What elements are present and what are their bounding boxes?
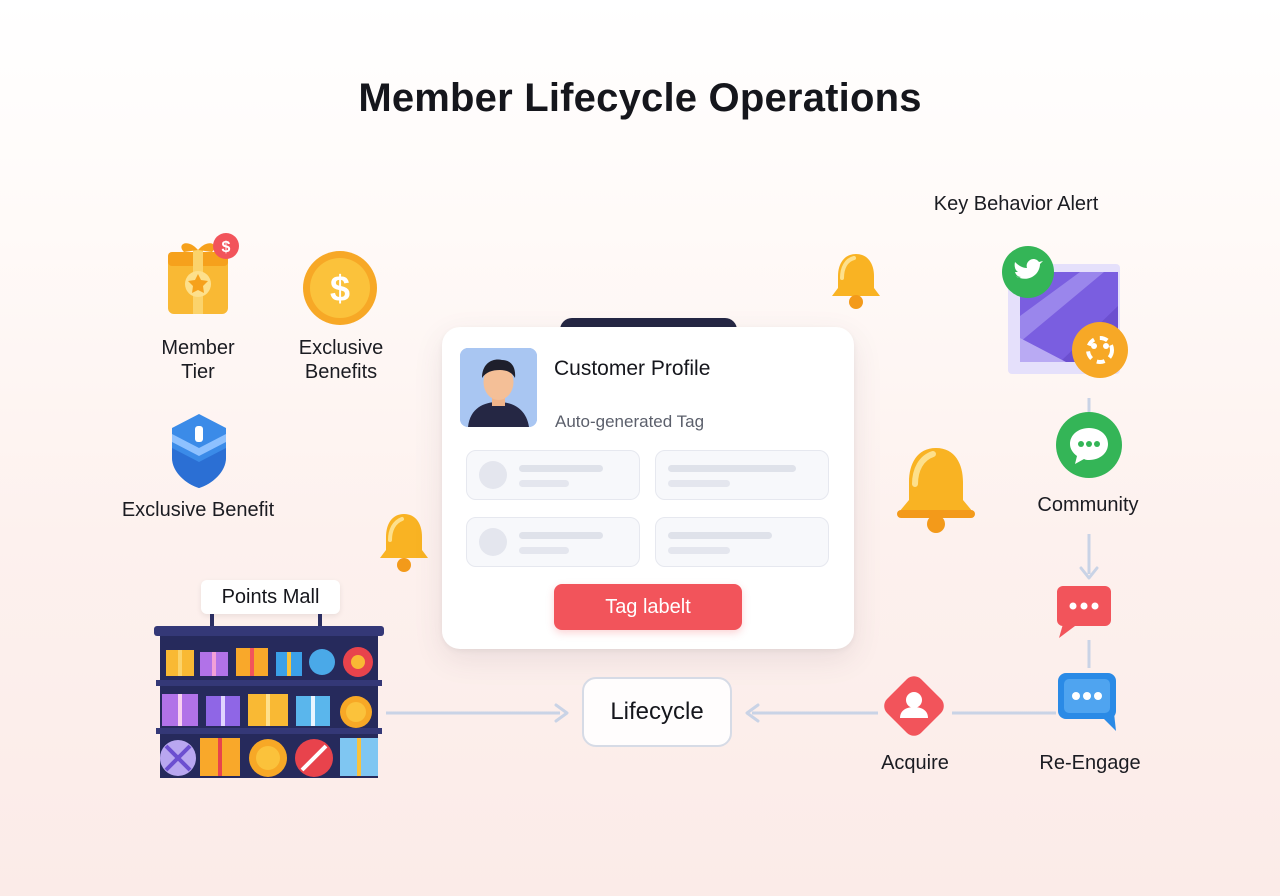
gift-box-icon: $ bbox=[160, 232, 242, 322]
exclusive-benefit-label: Exclusive Benefit bbox=[121, 499, 275, 521]
social-app-icon bbox=[1000, 246, 1132, 378]
member-tier-label: Member Tier bbox=[148, 336, 248, 384]
dollar-coin-icon: $ bbox=[301, 249, 379, 327]
exclusive-benefits-label: Exclusive Benefits bbox=[286, 336, 396, 384]
user-icon bbox=[880, 672, 948, 740]
exclusive-benefits-label-line1: Exclusive bbox=[298, 337, 384, 359]
tag-label-button[interactable]: Tag labelt bbox=[554, 584, 742, 630]
shield-box-icon bbox=[168, 412, 230, 490]
member-tier-label-line1: Member bbox=[161, 337, 235, 359]
bell-icon bbox=[828, 250, 884, 310]
bell-icon bbox=[893, 442, 979, 534]
avatar bbox=[460, 348, 537, 427]
profile-tile bbox=[466, 450, 640, 500]
profile-tile bbox=[466, 517, 640, 567]
customer-profile-card: Customer Profile Auto-generated Tag Tag … bbox=[442, 327, 854, 649]
profile-tile bbox=[655, 517, 829, 567]
card-title: Customer Profile bbox=[554, 357, 711, 380]
svg-text:$: $ bbox=[330, 268, 350, 309]
acquire-label: Acquire bbox=[881, 752, 949, 774]
key-behavior-alert-label: Key Behavior Alert bbox=[933, 193, 1099, 215]
profile-tile bbox=[655, 450, 829, 500]
lifecycle-node: Lifecycle bbox=[582, 677, 732, 747]
exclusive-benefits-label-line2: Benefits bbox=[304, 361, 378, 383]
svg-text:$: $ bbox=[222, 239, 231, 256]
re-engage-label: Re-Engage bbox=[1039, 752, 1141, 774]
chat-bubble-icon bbox=[1056, 671, 1122, 733]
bell-icon bbox=[374, 510, 434, 574]
chat-bubble-icon bbox=[1054, 410, 1124, 480]
points-mall-shelf bbox=[154, 614, 386, 784]
community-label: Community bbox=[1037, 494, 1139, 516]
card-subtitle: Auto-generated Tag bbox=[555, 412, 705, 431]
page-title: Member Lifecycle Operations bbox=[358, 76, 922, 120]
chat-bubble-icon bbox=[1055, 584, 1113, 640]
member-tier-label-line2: Tier bbox=[181, 361, 215, 383]
points-mall-label: Points Mall bbox=[201, 580, 340, 614]
